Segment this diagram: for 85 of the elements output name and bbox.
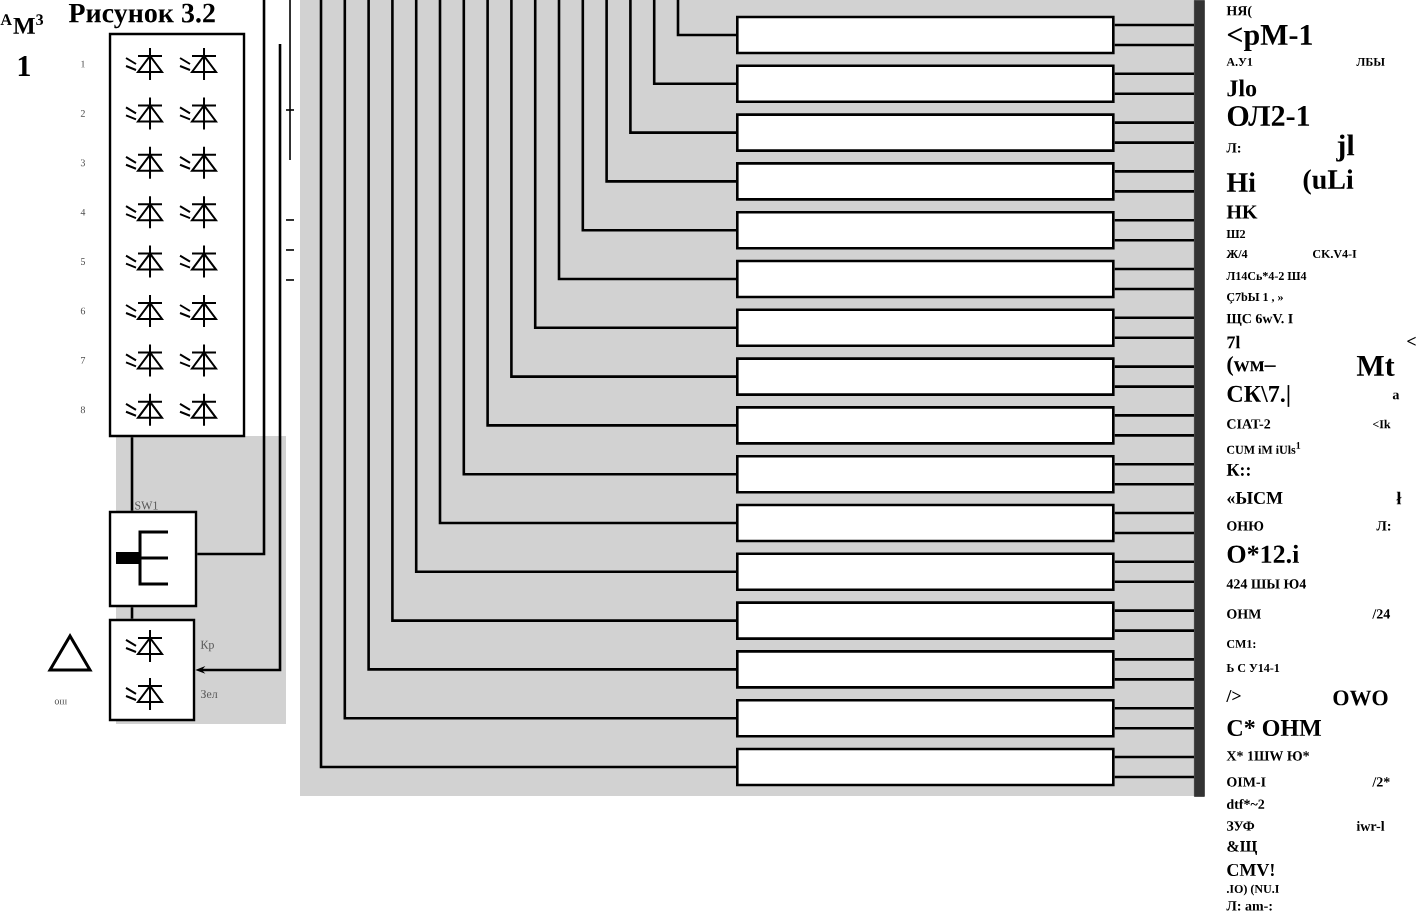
- bar-box: [736, 210, 1115, 250]
- wire: [1114, 190, 1194, 193]
- wire: [1114, 658, 1194, 661]
- text-label: (wм–: [1227, 356, 1276, 376]
- bar-box: [736, 650, 1115, 689]
- text-label: jl: [1336, 134, 1355, 162]
- wire: [581, 0, 736, 232]
- wire: [1114, 385, 1194, 388]
- wire: [1114, 482, 1194, 486]
- wire: [652, 0, 736, 86]
- wire: [1114, 238, 1194, 242]
- wire: [1114, 755, 1194, 759]
- bar-box: [736, 698, 1115, 738]
- wire: [1114, 580, 1194, 584]
- wire: [1114, 121, 1194, 124]
- wire: [533, 0, 736, 330]
- text-label: Mt: [1356, 356, 1395, 376]
- text-label: <: [1407, 336, 1416, 346]
- wire: [130, 607, 134, 619]
- wire: [605, 0, 736, 183]
- wire: [629, 0, 736, 134]
- wire: [1114, 414, 1194, 417]
- wire: [510, 0, 736, 378]
- wire: [1114, 72, 1194, 76]
- bar-box: [736, 308, 1115, 348]
- wire: [1114, 706, 1194, 710]
- wire: [1114, 462, 1194, 466]
- bar-box: [736, 259, 1115, 299]
- wire: [676, 0, 736, 37]
- text-label: С* ОНМ: [1227, 719, 1322, 737]
- title: Рисунок 3.2: [68, 3, 215, 29]
- text-label: $^{A}$M$^{3}$: [0, 14, 44, 34]
- text-label: 1: [18, 56, 30, 76]
- bar-box: [736, 162, 1115, 201]
- bar-box: [736, 357, 1115, 396]
- wire: [1114, 629, 1194, 632]
- wire: [197, 0, 266, 556]
- wire: [1114, 726, 1194, 730]
- text-label: ł: [1396, 491, 1402, 505]
- wire: [486, 0, 736, 427]
- wire: [1114, 336, 1194, 340]
- wire: [438, 0, 736, 525]
- bar-box: [736, 15, 1115, 55]
- bar-box: [736, 64, 1115, 104]
- wire: [1114, 316, 1194, 320]
- wire: [1114, 678, 1194, 681]
- led-panel: [108, 32, 246, 438]
- wire: [1114, 531, 1194, 535]
- bar-box: [736, 406, 1115, 445]
- wire: [1114, 170, 1194, 173]
- wire: [462, 0, 736, 476]
- wire: [1114, 92, 1194, 96]
- text-label: />: [1226, 689, 1241, 702]
- wire: [1114, 23, 1194, 27]
- text-label: (uLi: [1303, 169, 1354, 195]
- wire: [1114, 609, 1194, 612]
- wire: [1114, 287, 1194, 291]
- wire: [1114, 775, 1194, 779]
- bar-box: [736, 552, 1115, 592]
- wire: [1114, 560, 1194, 564]
- text-label: &Щ: [1227, 840, 1258, 855]
- bar-box: [736, 113, 1115, 152]
- text-label: «ЫСМ: [1227, 491, 1283, 505]
- wire: [1114, 141, 1194, 144]
- text-label: HK: [1226, 205, 1258, 219]
- wire: [1114, 43, 1194, 47]
- text-label: CMV!: [1227, 863, 1274, 877]
- bar-box: [736, 454, 1115, 494]
- bar-box: [736, 747, 1115, 787]
- wire: [1114, 434, 1194, 437]
- wire: [1114, 365, 1194, 368]
- connector-strip: [1194, 0, 1205, 797]
- led-box: [108, 618, 196, 722]
- wire: [1114, 511, 1194, 515]
- text-label: OWO: [1333, 690, 1388, 706]
- bar-box: [736, 503, 1115, 543]
- text-label: 7l: [1227, 335, 1241, 349]
- wire: [1114, 267, 1194, 271]
- wire: [1114, 218, 1194, 222]
- bar-box: [736, 601, 1115, 640]
- wire: [130, 437, 134, 511]
- wire: [557, 0, 736, 281]
- text-label: Jlo: [1227, 79, 1257, 97]
- text-label: К::: [1226, 463, 1250, 476]
- text-label: СК\7.|: [1227, 385, 1290, 407]
